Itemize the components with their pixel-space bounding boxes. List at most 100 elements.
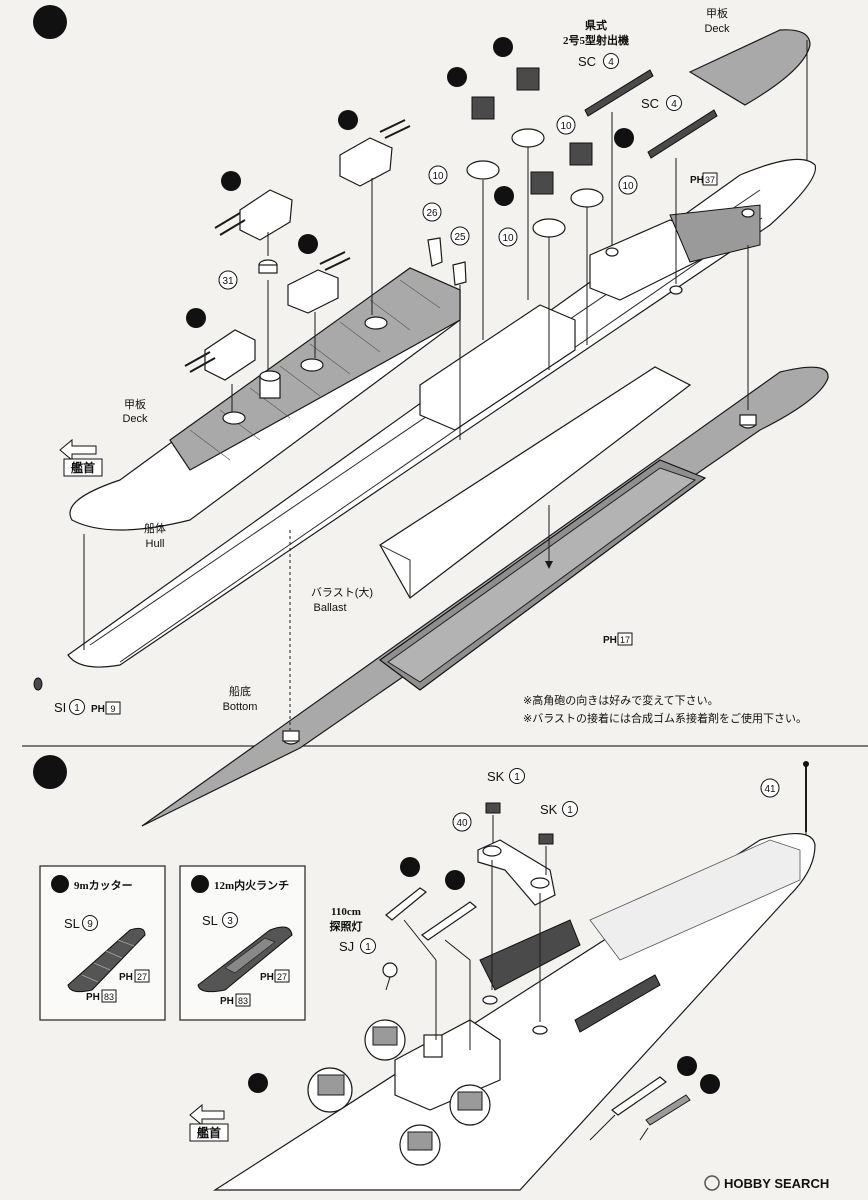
searchlight-part	[382, 962, 398, 978]
bow-direction-arrow-9	[189, 1103, 225, 1127]
part-25	[452, 261, 467, 286]
box-a-ph-83-num: 83	[104, 992, 114, 1002]
badge-2a: 2	[227, 174, 234, 189]
step-8-badge	[33, 5, 67, 39]
sc-label-1: SC	[578, 54, 596, 69]
step9-turrets	[307, 1019, 491, 1166]
aa-mount-1	[466, 96, 500, 180]
deck-barbette-2	[300, 358, 324, 372]
box-a-ph-27: PH	[119, 972, 133, 983]
hull-waterline	[119, 217, 763, 663]
si-part	[33, 677, 43, 691]
ph-num-17: 17	[620, 635, 630, 645]
step9-funnel-base	[423, 1034, 443, 1058]
sj-label: SJ	[339, 939, 354, 954]
step9-catapult-2	[574, 974, 661, 1033]
step9-aft-deck	[589, 839, 801, 961]
deck2-label-jp: 甲板	[706, 6, 728, 20]
aa-mount-2	[511, 67, 545, 148]
boat-a-badge-lower: A	[706, 1078, 715, 1092]
ref-40: 40	[456, 818, 468, 829]
sk-part-2	[538, 833, 554, 845]
fore-deck-planks	[189, 279, 441, 461]
badge-1b: 1	[304, 237, 311, 252]
catapult-2	[647, 109, 718, 159]
box-a-sl: SL	[64, 916, 80, 931]
step-9-arrows	[403, 800, 807, 1141]
ref-31: 31	[222, 276, 234, 287]
aft-deck-part	[688, 29, 811, 106]
hull-peg-1	[605, 247, 619, 257]
step-9: 9 41 40 SK 1 SK 1	[33, 755, 816, 1191]
boat-a-badge-upper: A	[406, 861, 415, 875]
part-ref-circles-8: 31 26 25 10 10 10 10	[218, 115, 638, 290]
ballast-label-jp: バラスト(大)	[311, 585, 373, 599]
catapult-1	[584, 69, 654, 117]
si-label: SI	[54, 700, 66, 715]
boat-b-badge-upper: B	[451, 874, 460, 888]
ph-label-37: PH	[690, 175, 704, 186]
watermark: HOBBY SEARCH	[700, 1172, 860, 1194]
hull-peg-2	[669, 285, 683, 295]
badge-1a: 1	[192, 311, 199, 326]
box-a-sl-num: 9	[87, 919, 93, 930]
bow-direction-arrow	[59, 438, 97, 462]
bottom-label-en: Bottom	[223, 701, 258, 713]
ph-num-9: 9	[110, 704, 115, 714]
bottom-peg-rear-body	[739, 414, 757, 426]
turret-1a	[184, 329, 256, 381]
part-31-ring-body	[258, 264, 278, 274]
part-26	[427, 237, 443, 267]
deck-label-jp: 甲板	[124, 397, 146, 411]
ph-label-17: PH	[603, 635, 617, 646]
sk-label-2: SK	[540, 802, 558, 817]
box-a-ph-83: PH	[86, 992, 100, 1003]
box-b-ph-27-num: 27	[277, 972, 287, 982]
box-a-letter: A	[56, 880, 64, 892]
deck2-label-en: Deck	[704, 23, 730, 35]
sk-part-1	[485, 802, 501, 814]
badge-3c: 3	[620, 131, 627, 146]
deck-barbette-1	[222, 411, 246, 425]
launcher-label-line2: 2号5型射出機	[563, 33, 629, 47]
ref-10a: 10	[432, 171, 444, 182]
ref-41: 41	[764, 784, 776, 795]
step-9-badge	[33, 755, 67, 789]
box-b-sl: SL	[202, 913, 218, 928]
bow-label-9: 艦首	[197, 1125, 221, 1140]
box-b-ph-83-num: 83	[238, 996, 248, 1006]
note-2: ※バラストの接着には合成ゴム系接着剤をご使用下さい。	[523, 711, 807, 725]
box-a-title: 9mカッター	[74, 879, 133, 892]
prev-step-badge: 8	[254, 1076, 261, 1091]
step9-peg-1	[482, 995, 498, 1005]
ph-num-37: 37	[705, 175, 715, 185]
box-b-ph-27: PH	[260, 972, 274, 983]
sk-num-2: 1	[567, 805, 573, 816]
sj-num: 1	[365, 942, 371, 953]
ballast-bar	[379, 366, 692, 599]
hull-peg-3	[741, 208, 755, 218]
sc-num-2: 4	[671, 99, 677, 110]
bottom-peg-front-body	[282, 730, 300, 742]
watermark-text: HOBBY SEARCH	[724, 1176, 829, 1191]
si-num: 1	[74, 703, 80, 714]
step-8: 8	[33, 5, 829, 827]
box-b-ph-83: PH	[220, 996, 234, 1007]
ref-25: 25	[454, 232, 466, 243]
boat-a-lower	[645, 1094, 691, 1126]
hull-superstructure	[419, 304, 576, 431]
box-b-letter: B	[196, 880, 204, 892]
note-1: ※高角砲の向きは好みで変えて下さい。	[523, 693, 719, 707]
boat-b-lower	[611, 1076, 667, 1116]
turret-badges-8: 1 1 2 2 3 3 3 3	[186, 37, 634, 328]
box-b-title: 12m内火ランチ	[214, 878, 289, 892]
deck-barbette-3	[364, 316, 388, 330]
step9-peg-2	[532, 1025, 548, 1035]
bow-label-box-9	[189, 1123, 229, 1142]
aa-mount-3	[530, 171, 566, 238]
ph-label-9: PH	[91, 704, 105, 715]
boat-b-badge-lower: B	[683, 1060, 692, 1074]
boat-a-upper	[385, 887, 428, 921]
aa-mount-4	[569, 142, 604, 208]
ballast-recess-inner	[387, 467, 697, 683]
